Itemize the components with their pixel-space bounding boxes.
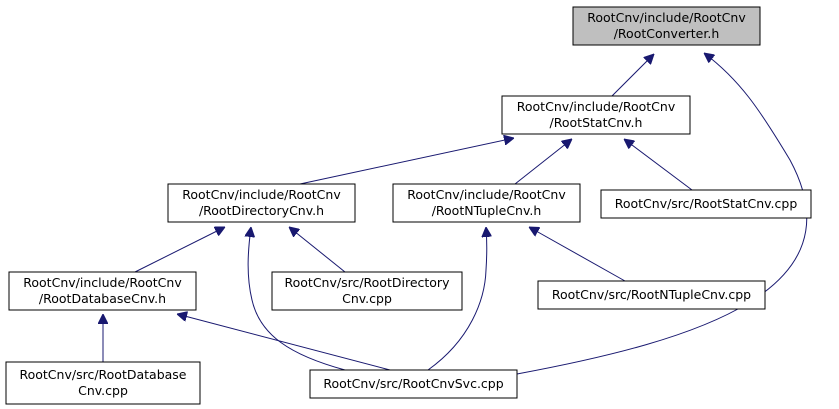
node-rootstatcnv-cpp[interactable]: RootCnv/src/RootStatCnv.cpp bbox=[600, 189, 812, 219]
node-rootdatabasecnv-h[interactable]: RootCnv/include/RootCnv/RootDatabaseCnv.… bbox=[8, 271, 197, 311]
edge-rootdirectorycnv-cpp-to-rootdirectorycnv-h bbox=[289, 227, 346, 273]
node-box bbox=[537, 280, 766, 310]
node-box bbox=[167, 183, 356, 223]
node-box bbox=[392, 183, 581, 223]
node-box bbox=[5, 361, 201, 405]
edge-rootcnvsvc-cpp-to-rootdirectorycnv-h bbox=[248, 227, 346, 371]
node-label-line: RootCnv/src/RootDatabase bbox=[19, 367, 186, 382]
node-rootstatcnv-h[interactable]: RootCnv/include/RootCnv/RootStatCnv.h bbox=[501, 95, 691, 135]
node-label-line: RootCnv/src/RootDirectory bbox=[285, 275, 451, 290]
node-box bbox=[600, 189, 812, 219]
node-label-line: Cnv.cpp bbox=[342, 291, 392, 306]
node-label-line: /RootDirectoryCnv.h bbox=[199, 203, 324, 218]
node-label-line: /RootConverter.h bbox=[614, 26, 720, 41]
node-rootdirectorycnv-cpp[interactable]: RootCnv/src/RootDirectoryCnv.cpp bbox=[271, 271, 463, 311]
node-label-line: RootCnv/src/RootNTupleCnv.cpp bbox=[552, 287, 751, 302]
node-box bbox=[8, 271, 197, 311]
edge-rootntuplecnv-h-to-rootstatcnv-h bbox=[514, 139, 572, 185]
node-label-line: RootCnv/include/RootCnv bbox=[182, 187, 341, 202]
node-label-line: /RootNTupleCnv.h bbox=[432, 203, 542, 218]
node-label-line: /RootStatCnv.h bbox=[550, 115, 643, 130]
edge-rootdirectorycnv-h-to-rootstatcnv-h bbox=[299, 138, 514, 185]
node-label-line: RootCnv/include/RootCnv bbox=[407, 187, 566, 202]
node-rootconverter[interactable]: RootCnv/include/RootCnv/RootConverter.h bbox=[572, 6, 761, 46]
edge-rootdatabasecnv-h-to-rootdirectorycnv-h bbox=[134, 227, 225, 273]
node-label-line: RootCnv/include/RootCnv bbox=[587, 10, 746, 25]
edge-rootcnvsvc-cpp-to-rootdatabasecnv-h bbox=[177, 314, 391, 371]
node-rootcnvsvc-cpp[interactable]: RootCnv/src/RootCnvSvc.cpp bbox=[309, 369, 518, 399]
node-rootdirectorycnv-h[interactable]: RootCnv/include/RootCnv/RootDirectoryCnv… bbox=[167, 183, 356, 223]
edge-rootcnvsvc-cpp-to-rootntuplecnv-h bbox=[427, 227, 487, 371]
node-rootntuplecnv-cpp[interactable]: RootCnv/src/RootNTupleCnv.cpp bbox=[537, 280, 766, 310]
node-label-line: RootCnv/include/RootCnv bbox=[517, 99, 676, 114]
node-rootdatabasecnv-cpp[interactable]: RootCnv/src/RootDatabaseCnv.cpp bbox=[5, 361, 201, 405]
edge-rootstatcnv-cpp-to-rootstatcnv-h bbox=[624, 139, 693, 191]
node-label-line: RootCnv/src/RootStatCnv.cpp bbox=[615, 196, 798, 211]
edges-layer bbox=[103, 53, 808, 375]
nodes-layer: RootCnv/include/RootCnv/RootConverter.hR… bbox=[5, 6, 812, 405]
edge-rootntuplecnv-cpp-to-rootntuplecnv-h bbox=[529, 227, 626, 282]
node-label-line: RootCnv/include/RootCnv bbox=[23, 275, 182, 290]
node-label-line: Cnv.cpp bbox=[78, 383, 128, 398]
edge-rootstatcnv-h-to-rootconverter bbox=[611, 54, 654, 97]
node-box bbox=[572, 6, 761, 46]
edge-rootcnvsvc-cpp-to-rootconverter bbox=[516, 53, 808, 375]
node-label-line: /RootDatabaseCnv.h bbox=[39, 291, 166, 306]
node-rootntuplecnv-h[interactable]: RootCnv/include/RootCnv/RootNTupleCnv.h bbox=[392, 183, 581, 223]
node-box bbox=[501, 95, 691, 135]
node-box bbox=[271, 271, 463, 311]
node-label-line: RootCnv/src/RootCnvSvc.cpp bbox=[323, 376, 503, 391]
node-box bbox=[309, 369, 518, 399]
